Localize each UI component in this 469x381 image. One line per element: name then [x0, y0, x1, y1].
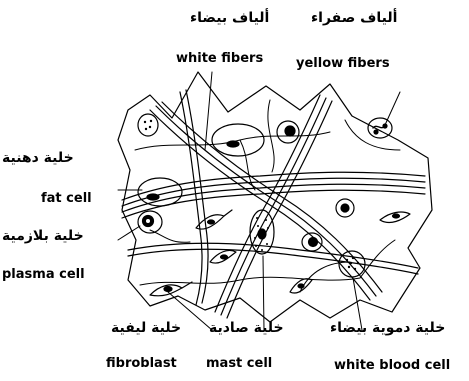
white-blood-cell-2 — [368, 118, 392, 138]
plasma-cell-4 — [336, 199, 354, 217]
white-blood-cell-3 — [138, 114, 158, 136]
plasma-cell-label-english: plasma cell — [2, 267, 85, 282]
fibroblast-2 — [196, 210, 232, 229]
yellow-fibers-label-english: yellow fibers — [296, 56, 390, 71]
yellow-fibers-label-arabic: ألياف صفراء — [311, 10, 397, 26]
fibroblast-3 — [210, 250, 236, 263]
tissue-outline — [118, 72, 432, 322]
white-blood-cell-label-arabic: خلية دموية بيضاء — [330, 320, 445, 336]
mast-cell — [250, 210, 274, 254]
white-fibers-label-arabic: ألياف بيضاء — [190, 10, 269, 26]
fat-cell-label-arabic: خلية دهنية — [2, 150, 74, 166]
fat-cell-2 — [212, 124, 264, 156]
mast-cell-label-english: mast cell — [206, 356, 272, 371]
white-blood-cell-label-english: white blood cell — [334, 358, 450, 373]
white-fibers-label-english: white fibers — [176, 51, 263, 66]
fibroblast-5 — [290, 279, 312, 293]
fibroblast-4 — [380, 212, 410, 222]
fibroblast-label-english: fibroblast — [106, 356, 177, 371]
fibroblast-label-arabic: خلية ليفية — [111, 320, 181, 336]
fibroblast — [150, 282, 192, 296]
plasma-cell-label-arabic: خلية بلازمية — [2, 228, 84, 244]
leader-plasma-cell — [118, 226, 140, 240]
leader-yellow-fibers — [385, 92, 400, 125]
mast-cell-label-arabic: خلية صادية — [209, 320, 284, 336]
white-fibers — [122, 90, 425, 318]
fat-cell-label-english: fat cell — [41, 191, 92, 206]
leader-mast-cell — [263, 256, 264, 330]
plasma-cell-2 — [277, 121, 299, 143]
